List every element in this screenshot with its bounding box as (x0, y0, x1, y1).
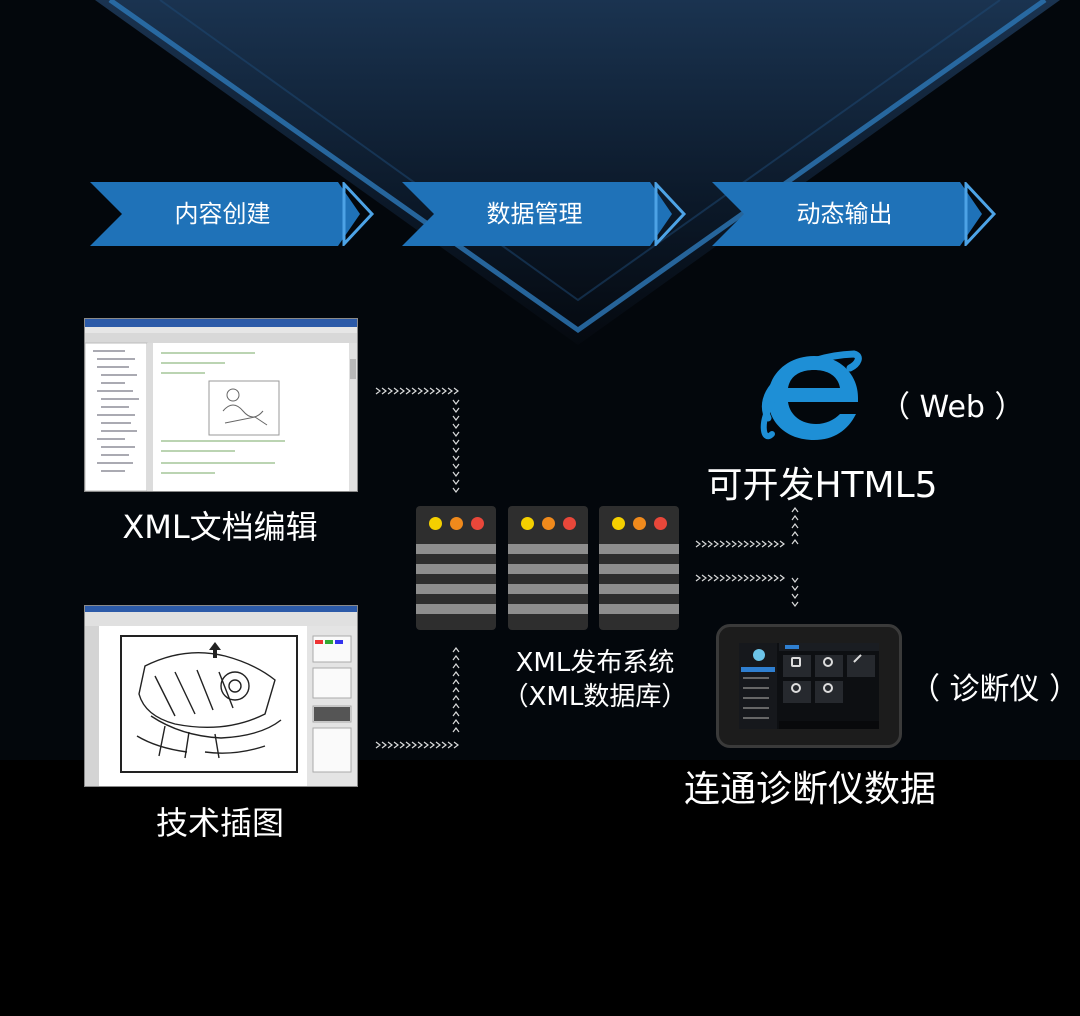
tablet-menu-line (743, 707, 769, 709)
step-dynamic-output: 动态输出 (712, 182, 997, 246)
server-bar (416, 544, 496, 554)
server-bar (508, 564, 588, 574)
step-content-creation: 内容创建 (90, 182, 375, 246)
tablet-screen (739, 643, 879, 729)
caption-tech-illustration: 技术插图 (155, 804, 284, 842)
server-bar (599, 564, 679, 574)
power-icon (791, 683, 801, 693)
caption-xml-editing: XML文档编辑 (122, 508, 318, 546)
xml-editor-illustration (85, 319, 357, 491)
tablet-tile (847, 655, 875, 677)
gauge-icon (823, 657, 833, 667)
tech-illustration-editor (85, 606, 357, 786)
server-bar (416, 584, 496, 594)
tablet-menu-line (743, 687, 769, 689)
status-dot-orange (542, 517, 555, 530)
server-bar (508, 604, 588, 614)
tablet-navbar (779, 721, 879, 729)
server-icon (508, 506, 588, 630)
tablet-menu-line (743, 677, 769, 679)
server-bar (508, 544, 588, 554)
publish-system-title: XML发布系统 (515, 648, 675, 678)
tablet-menu-active (741, 667, 775, 672)
step-data-management: 数据管理 (402, 182, 687, 246)
diagnostic-data-label: 连通诊断仪数据 (683, 769, 936, 810)
server-bar (508, 584, 588, 594)
xml-editor-screenshot (84, 318, 358, 492)
diagnostic-tablet-icon (716, 624, 902, 748)
status-dot-yellow (612, 517, 625, 530)
status-dot-orange (633, 517, 646, 530)
status-dot-yellow (521, 517, 534, 530)
chevron-arrow-icon (712, 182, 997, 246)
status-dot-red (563, 517, 576, 530)
status-dot-yellow (429, 517, 442, 530)
server-icon (599, 506, 679, 630)
html5-label: 可开发HTML5 (706, 465, 938, 506)
parking-icon (823, 683, 833, 693)
status-dot-orange (450, 517, 463, 530)
web-note: （ Web ） (880, 390, 1025, 425)
status-dot-red (654, 517, 667, 530)
tablet-tabbar (779, 643, 879, 651)
chevron-arrow-icon (402, 182, 687, 246)
server-bar (416, 604, 496, 614)
step-label: 内容创建 (174, 200, 271, 228)
server-bar (416, 564, 496, 574)
step-label: 动态输出 (796, 200, 893, 228)
diagnostic-note: （ 诊断仪 ） (910, 672, 1080, 707)
chevron-arrow-icon (90, 182, 375, 246)
tablet-menu-line (743, 697, 769, 699)
server-bar (599, 604, 679, 614)
lock-icon (791, 657, 801, 667)
ie-browser-icon (760, 350, 862, 440)
publish-system-subtitle: （XML数据库） (502, 682, 688, 712)
tablet-menu-line (743, 717, 769, 719)
illustration-screenshot (84, 605, 358, 787)
step-label: 数据管理 (486, 200, 583, 228)
status-dot-red (471, 517, 484, 530)
avatar (753, 649, 765, 661)
server-icon (416, 506, 496, 630)
server-bar (599, 584, 679, 594)
server-bar (599, 544, 679, 554)
tablet-tab-active (785, 645, 799, 649)
